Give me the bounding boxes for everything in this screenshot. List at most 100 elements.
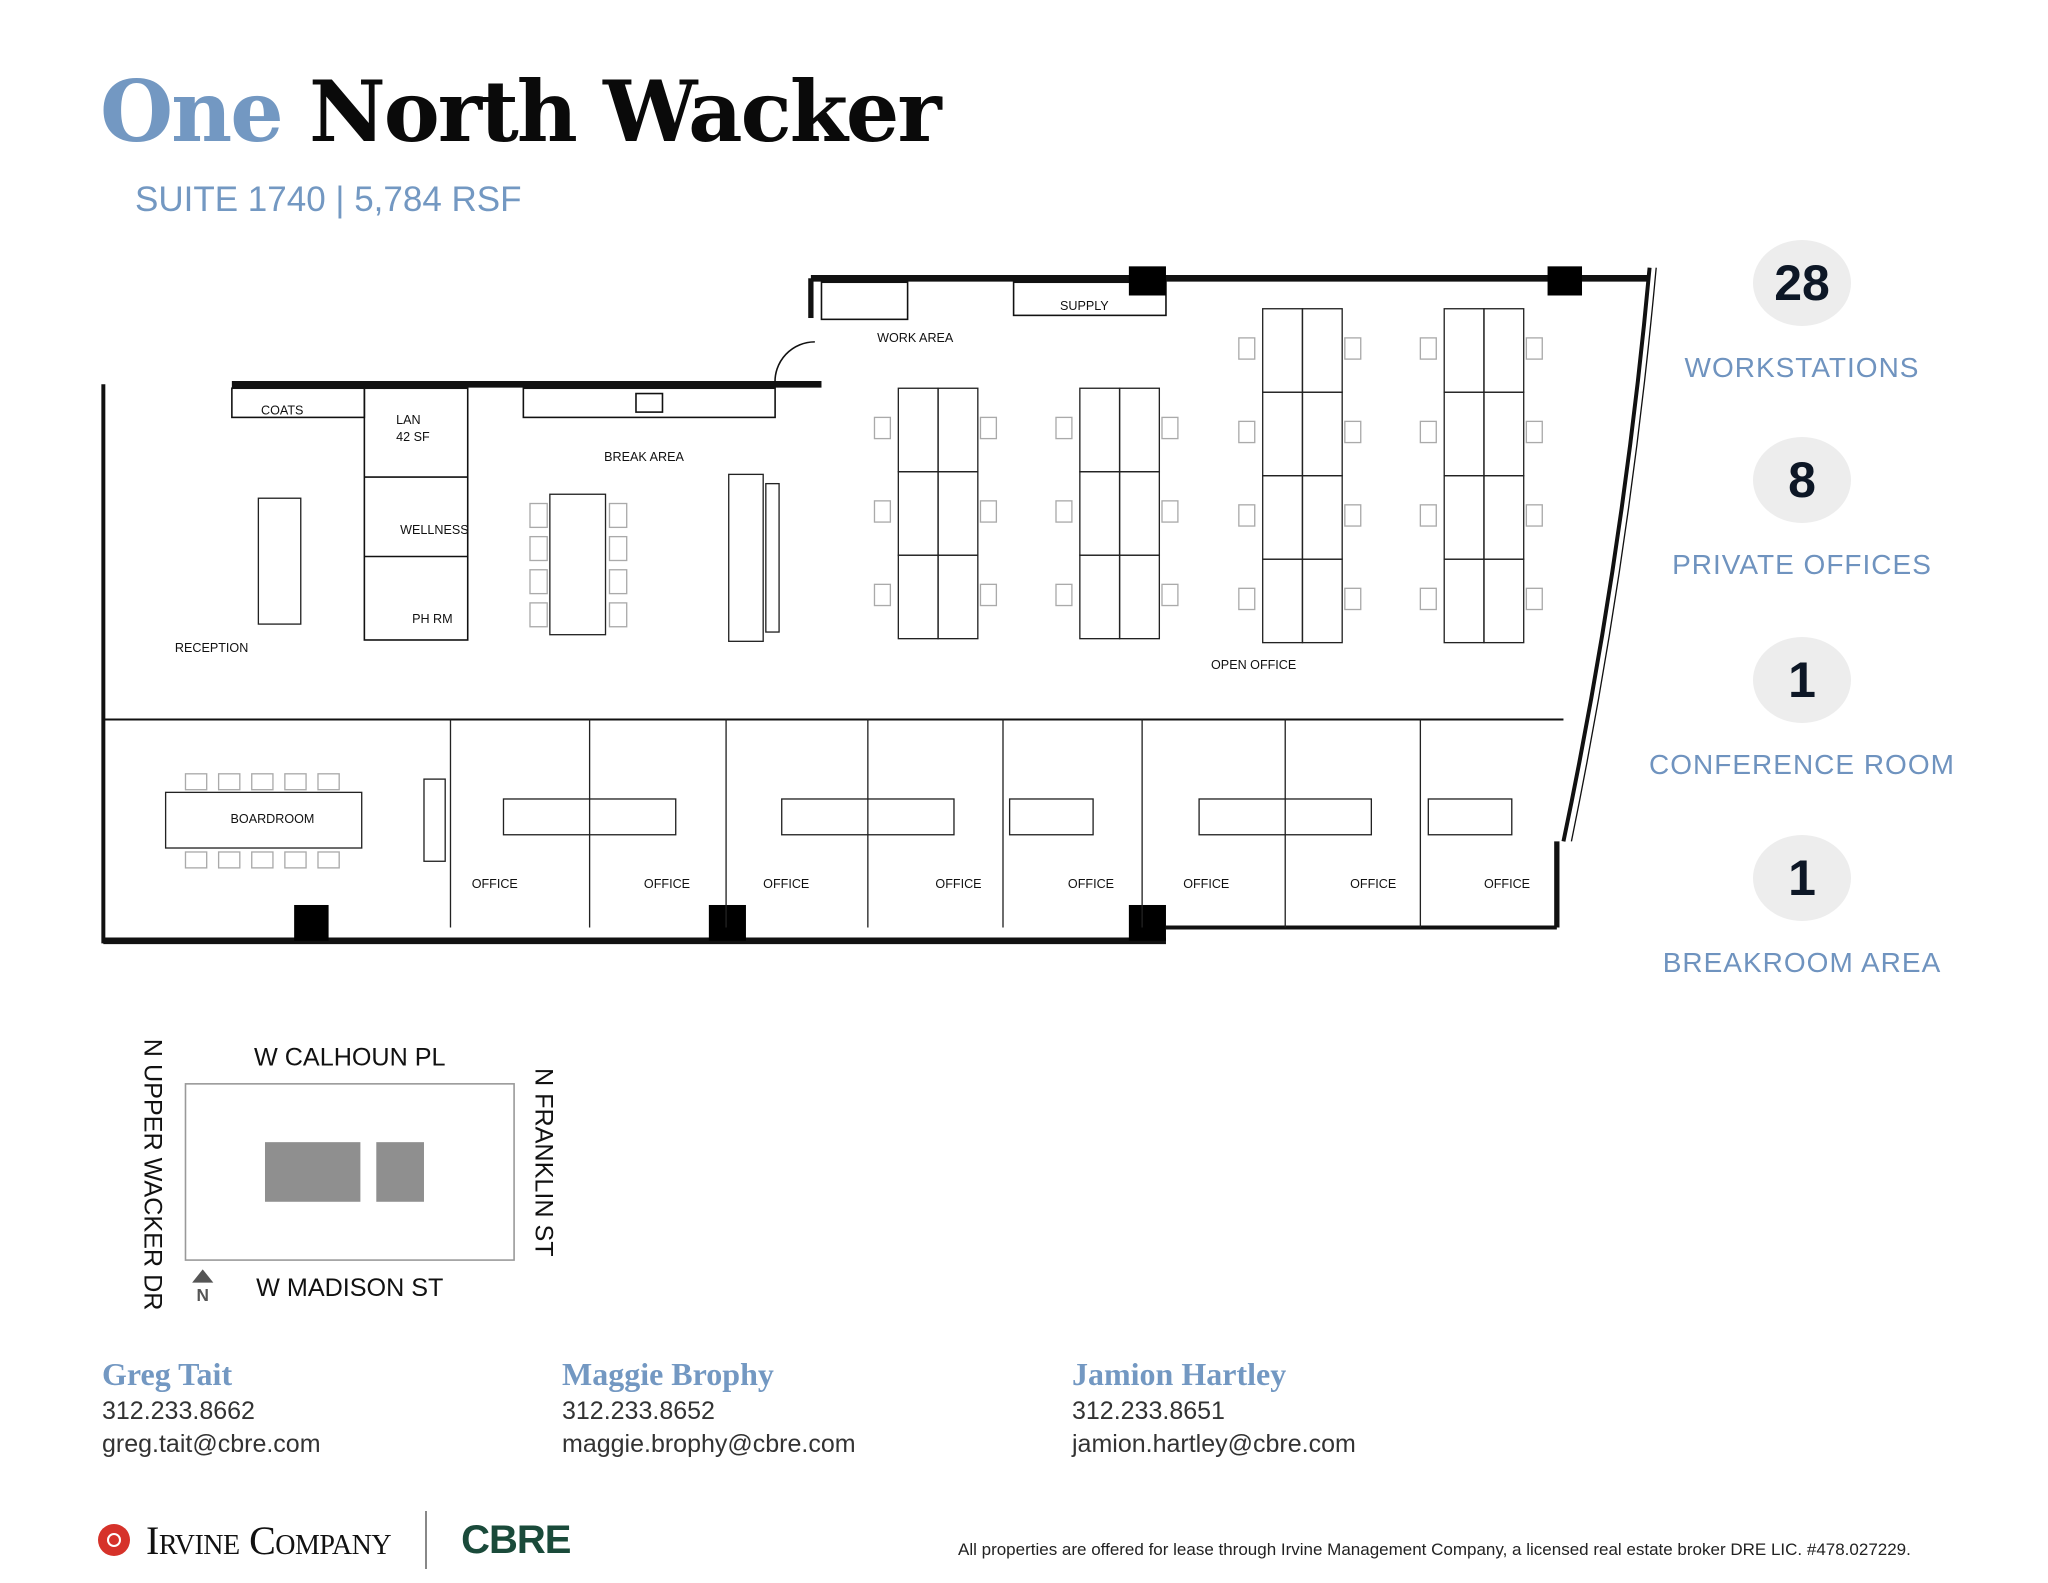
room-label-office: OFFICE (1484, 877, 1530, 891)
workstation-desk (1262, 475, 1304, 560)
workstation-desk (1262, 391, 1304, 477)
chair (217, 851, 241, 869)
chair (873, 500, 892, 523)
room-label-lan-area: 42 SF (396, 430, 430, 444)
chair (251, 851, 274, 869)
chair (317, 851, 340, 869)
chair (1161, 583, 1179, 607)
boardroom-table (164, 791, 363, 849)
stat-value: 1 (1753, 835, 1851, 921)
stat-label: BREAKROOM AREA (1662, 947, 1942, 978)
room-label-office: OFFICE (1350, 877, 1396, 891)
disclaimer: All properties are offered for lease thr… (958, 1540, 1911, 1559)
workstation-desk (1443, 391, 1485, 477)
workstation-desk (1262, 558, 1304, 644)
chair (284, 851, 307, 869)
street-south: W MADISON ST (256, 1274, 443, 1302)
office-desk (1198, 798, 1373, 836)
contact-card: Maggie Brophy 312.233.8652 maggie.brophy… (562, 1356, 856, 1459)
contact-phone[interactable]: 312.233.8652 (562, 1397, 715, 1425)
chair (873, 416, 892, 440)
irvine-company-logo: Irvine Company (146, 1517, 392, 1563)
workstation-desk (1301, 308, 1343, 393)
stat-workstations: 28 WORKSTATIONS (1632, 240, 1972, 384)
workstation-desk (897, 471, 939, 556)
room-label-ph-rm: PH RM (412, 612, 453, 626)
chair (1525, 587, 1543, 611)
chair (251, 773, 274, 791)
chair (529, 502, 548, 529)
room-label-boardroom: BOARDROOM (231, 812, 315, 826)
workstation-desk (937, 554, 979, 640)
chair (979, 500, 998, 523)
workstation-desk (1079, 471, 1121, 556)
chair (1238, 420, 1256, 444)
title-accent: One (100, 62, 284, 161)
workstation-desk (1443, 475, 1485, 560)
contact-phone[interactable]: 312.233.8662 (102, 1397, 255, 1425)
office-desk (1008, 798, 1094, 836)
chair (979, 416, 998, 440)
cbre-logo: CBRE (461, 1517, 571, 1562)
chair (1161, 500, 1179, 523)
room-label-supply: SUPPLY (1060, 299, 1109, 313)
stat-value: 1 (1753, 637, 1851, 723)
chair (1055, 416, 1073, 440)
stat-value: 28 (1753, 240, 1851, 326)
chair (184, 773, 208, 791)
stat-private-offices: 8 PRIVATE OFFICES (1632, 437, 1972, 581)
chair (608, 535, 628, 562)
logo-divider (425, 1511, 428, 1569)
room-label-office: OFFICE (763, 877, 809, 891)
room-label-office: OFFICE (644, 877, 690, 891)
chair (217, 773, 241, 791)
stat-value: 8 (1753, 437, 1851, 523)
chair (1344, 337, 1362, 360)
chair (873, 583, 892, 607)
north-label: N (197, 1285, 209, 1305)
contact-card: Greg Tait 312.233.8662 greg.tait@cbre.co… (102, 1356, 321, 1459)
room-label-break-area: BREAK AREA (604, 450, 684, 464)
workstation-desk (1483, 308, 1525, 393)
street-east: N FRANKLIN ST (529, 1068, 557, 1257)
chair (608, 602, 628, 628)
room-label-office: OFFICE (472, 877, 518, 891)
room-label-office: OFFICE (1183, 877, 1229, 891)
workstation-desk (1483, 475, 1525, 560)
chair (529, 602, 548, 628)
room-label-open-office: OPEN OFFICE (1211, 658, 1296, 672)
workstation-desk (897, 387, 939, 473)
workstation-desk (1443, 308, 1485, 393)
chair (1238, 504, 1256, 527)
page-title: One North Wacker (100, 62, 942, 161)
office-desk (502, 798, 677, 836)
chair (1344, 587, 1362, 611)
workstation-desk (937, 387, 979, 473)
workstation-desk (1262, 308, 1304, 393)
contact-phone[interactable]: 312.233.8651 (1072, 1397, 1225, 1425)
chair (1419, 587, 1437, 611)
workstation-desk (1483, 391, 1525, 477)
footer-logos: Irvine Company CBRE (96, 1510, 571, 1570)
workstation-desk (1443, 558, 1485, 644)
stat-label: PRIVATE OFFICES (1672, 549, 1932, 580)
room-label-coats: COATS (261, 404, 303, 418)
room-label-office: OFFICE (935, 877, 981, 891)
suite-subtitle: SUITE 1740 | 5,784 RSF (135, 180, 522, 219)
contact-email[interactable]: maggie.brophy@cbre.com (562, 1430, 856, 1458)
contact-name: Greg Tait (102, 1356, 233, 1392)
chair (529, 535, 548, 562)
chair (317, 773, 340, 791)
workstation-desk (1118, 554, 1161, 640)
stat-label: WORKSTATIONS (1684, 352, 1920, 383)
chair (1525, 337, 1543, 360)
chair (184, 851, 208, 869)
chair (608, 569, 628, 595)
contact-email[interactable]: greg.tait@cbre.com (102, 1430, 321, 1458)
workstation-desk (1118, 387, 1161, 473)
chair (1238, 337, 1256, 360)
contact-email[interactable]: jamion.hartley@cbre.com (1072, 1430, 1356, 1458)
credenza (423, 778, 446, 862)
chair (1419, 337, 1437, 360)
